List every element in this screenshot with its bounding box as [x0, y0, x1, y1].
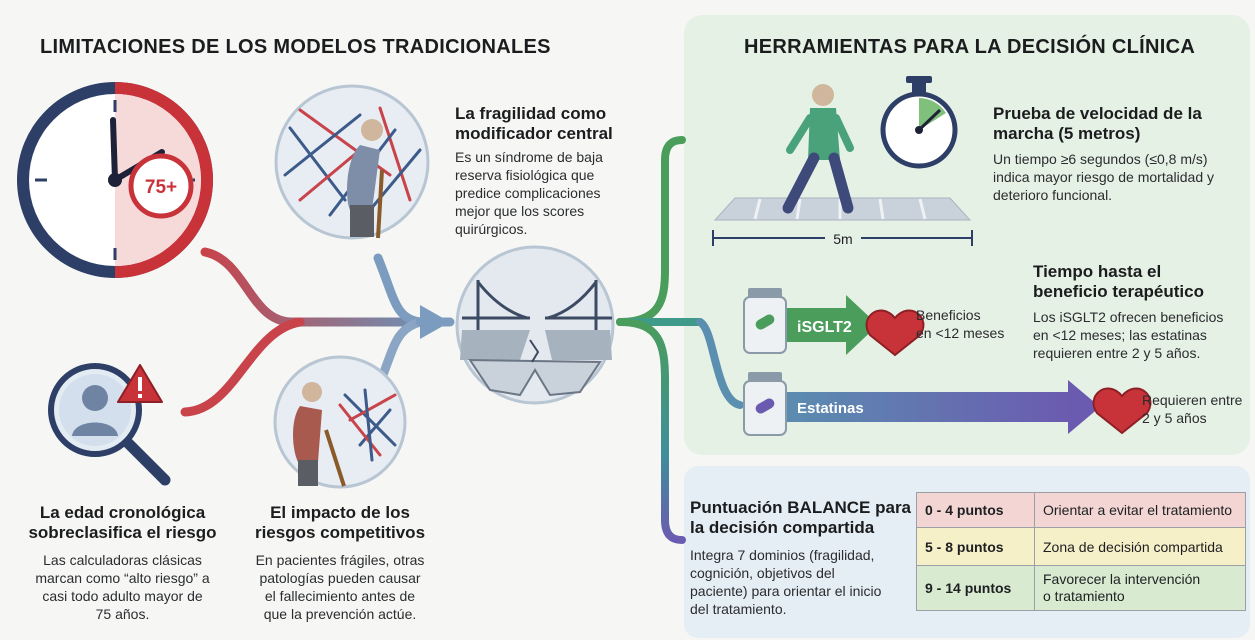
score-range: 0 - 4 puntos — [916, 492, 1035, 528]
competing-text-line: que la prevención actúe. — [263, 606, 417, 622]
warning-icon — [117, 364, 163, 403]
gait-text-line: Un tiempo ≥6 segundos (≤0,8 m/s) — [993, 151, 1208, 167]
competing-text: En pacientes frágiles, otras patologías … — [240, 551, 440, 623]
distance-label: 5m — [833, 231, 852, 247]
frailty-block: La fragilidad como modificador central E… — [455, 104, 665, 238]
isglt2-label: iSGLT2 — [797, 319, 852, 336]
benefit-text-line: Los iSGLT2 ofrecen beneficios — [1033, 309, 1224, 325]
isglt2-result-line: en <12 meses — [916, 325, 1005, 341]
age-text-line: 75 años. — [95, 606, 150, 622]
age-heading-line1: La edad cronológica — [39, 503, 206, 522]
benefit-heading-line1: Tiempo hasta el — [1033, 262, 1162, 281]
benefit-text-line: requieren entre 2 y 5 años. — [1033, 345, 1201, 361]
age-text-line: casi todo adulto mayor de — [42, 588, 203, 604]
benefit-block: Tiempo hasta el beneficio terapéutico Lo… — [1033, 262, 1248, 362]
balance-block: Puntuación BALANCE para la decisión comp… — [690, 498, 915, 618]
frailty-text: Es un síndrome de baja reserva fisiológi… — [455, 148, 665, 238]
balance-text-line: del tratamiento. — [690, 601, 787, 617]
isglt2-result-line: Beneficios — [916, 307, 981, 323]
gait-block: Prueba de velocidad de la marcha (5 metr… — [993, 104, 1248, 204]
competing-heading-line2: riesgos competitivos — [254, 523, 426, 542]
benefit-heading-line2: beneficio terapéutico — [1033, 282, 1204, 301]
heart-icon — [865, 309, 925, 357]
score-range: 5 - 8 puntos — [916, 527, 1035, 566]
balance-text-line: Integra 7 dominios (fragilidad, — [690, 547, 875, 563]
frailty-text-line: Es un síndrome de baja — [455, 149, 603, 165]
heart-icon — [1092, 387, 1152, 435]
score-action-line: o tratamiento — [1043, 588, 1125, 604]
score-action: Orientar a evitar el tratamiento — [1034, 492, 1246, 528]
gait-text-line: deterioro funcional. — [993, 187, 1113, 203]
benefit-text-line: en <12 meses; las estatinas — [1033, 327, 1207, 343]
competing-heading-line1: El impacto de los — [270, 503, 410, 522]
elderly-person-icon — [273, 355, 407, 489]
magnifier-person-icon — [48, 363, 171, 486]
statins-result-line: Requieren entre — [1142, 392, 1243, 408]
balance-text-line: cognición, objetivos del — [690, 565, 835, 581]
statins-result-line: 2 y 5 años — [1142, 410, 1207, 426]
score-action: Favorecer la intervención o tratamiento — [1034, 565, 1246, 611]
frailty-text-line: mejor que los scores — [455, 203, 585, 219]
frailty-heading-line1: La fragilidad como — [455, 104, 607, 123]
statins-result: Requieren entre 2 y 5 años — [1142, 391, 1252, 427]
gait-text-line: indica mayor riesgo de mortalidad y — [993, 169, 1214, 185]
age-block: La edad cronológica sobreclasifica el ri… — [10, 503, 235, 623]
balance-text-line: paciente) para orientar el inicio — [690, 583, 882, 599]
age-heading-line2: sobreclasifica el riesgo — [28, 523, 217, 542]
frailty-heading-line2: modificador central — [455, 124, 613, 143]
score-action: Zona de decisión compartida — [1034, 527, 1246, 566]
statins-arrow: Estatinas — [770, 380, 1100, 434]
table-row: 0 - 4 puntos Orientar a evitar el tratam… — [916, 492, 1246, 528]
age-text-line: Las calculadoras clásicas — [43, 552, 202, 568]
competing-text-line: el fallecimiento antes de — [264, 588, 416, 604]
balance-heading-line1: Puntuación BALANCE para — [690, 498, 912, 517]
benefit-text: Los iSGLT2 ofrecen beneficios en <12 mes… — [1033, 308, 1248, 362]
frailty-text-line: predice complicaciones — [455, 185, 601, 201]
age-text: Las calculadoras clásicas marcan como “a… — [10, 551, 235, 623]
balance-score-table: 0 - 4 puntos Orientar a evitar el tratam… — [916, 492, 1246, 611]
competing-text-line: patologías pueden causar — [259, 570, 421, 586]
balance-heading-line2: la decisión compartida — [690, 518, 875, 537]
right-title: HERRAMIENTAS PARA LA DECISIÓN CLÍNICA — [744, 36, 1196, 58]
age-text-line: marcan como “alto riesgo” a — [35, 570, 210, 586]
competing-block: El impacto de los riesgos competitivos E… — [240, 503, 440, 623]
gait-heading-line2: marcha (5 metros) — [993, 124, 1141, 143]
competing-text-line: En pacientes frágiles, otras — [255, 552, 425, 568]
table-row: 9 - 14 puntos Favorecer la intervención … — [916, 565, 1246, 611]
table-row: 5 - 8 puntos Zona de decisión compartida — [916, 527, 1246, 566]
clock-badge: 75+ — [145, 177, 177, 198]
statins-label: Estatinas — [797, 400, 864, 417]
right-connectors — [616, 136, 744, 544]
stopwatch-icon — [880, 76, 958, 169]
broken-bridge-icon — [455, 245, 615, 405]
frailty-text-line: reserva fisiológica que — [455, 167, 595, 183]
pill-bottle-icon — [743, 288, 787, 354]
score-range: 9 - 14 puntos — [916, 565, 1035, 611]
clock-icon: 75+ — [17, 82, 213, 278]
balance-text: Integra 7 dominios (fragilidad, cognició… — [690, 546, 915, 618]
walking-man-icon: 5m — [712, 84, 973, 247]
isglt2-result: Beneficios en <12 meses — [916, 306, 1026, 342]
left-arrowhead — [420, 305, 450, 339]
elderly-person-icon — [274, 84, 430, 240]
left-title: LIMITACIONES DE LOS MODELOS TRADICIONALE… — [40, 36, 551, 58]
pill-bottle-icon — [743, 372, 787, 436]
gait-heading-line1: Prueba de velocidad de la — [993, 104, 1202, 123]
frailty-text-line: quirúrgicos. — [455, 221, 528, 237]
score-action-line: Favorecer la intervención — [1043, 571, 1201, 587]
gait-text: Un tiempo ≥6 segundos (≤0,8 m/s) indica … — [993, 150, 1248, 204]
